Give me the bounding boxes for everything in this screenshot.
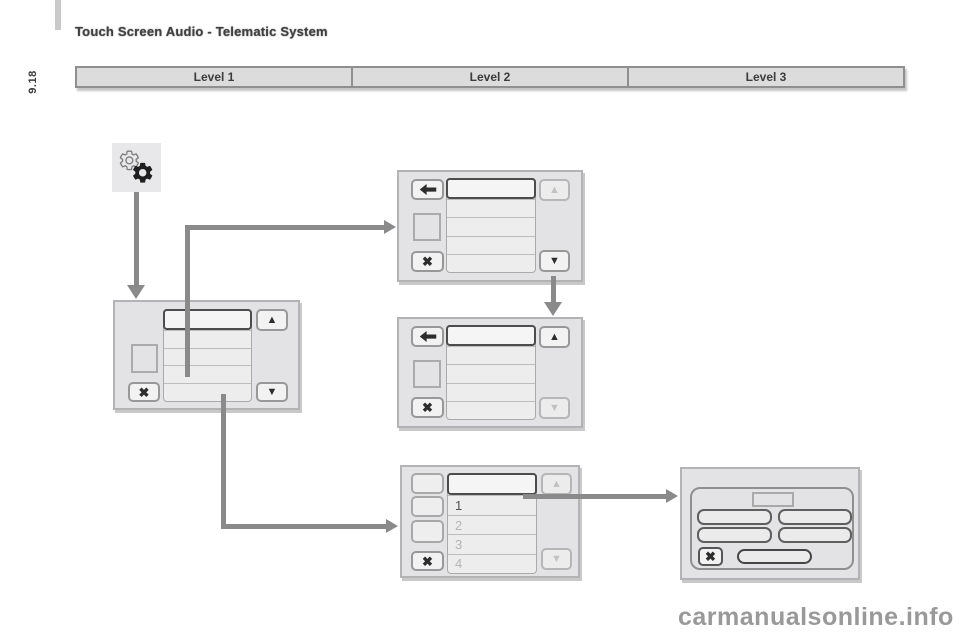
list-row-1[interactable]: 1 [448, 495, 536, 514]
list-row-selected[interactable] [163, 309, 252, 330]
screen-level2-list-a: ✖ ▲ ▼ [397, 170, 583, 282]
gear-icon [119, 150, 152, 183]
arrowhead-right-icon [384, 220, 396, 234]
side-option-button-3[interactable] [411, 520, 444, 543]
icon-placeholder-box [413, 213, 441, 241]
list-row[interactable] [447, 253, 535, 272]
numbered-list: 1 2 3 4 [447, 473, 537, 574]
connector-level1-to-level2a-horizontal [185, 225, 384, 230]
scroll-down-button-disabled[interactable]: ▼ [541, 548, 572, 570]
connector-numbered-to-level3 [523, 494, 667, 499]
option-button-2[interactable] [778, 509, 852, 525]
screen-level2-numbered: ✖ 1 2 3 4 ▲ ▼ [400, 465, 580, 578]
list-row[interactable] [164, 347, 251, 366]
icon-placeholder-box [131, 344, 158, 373]
scroll-down-button[interactable]: ▼ [256, 382, 288, 402]
back-arrow-icon [419, 184, 436, 195]
detail-panel [690, 487, 854, 570]
scroll-up-button-disabled[interactable]: ▲ [541, 473, 572, 495]
menu-list [446, 178, 536, 273]
settings-entry-button[interactable] [112, 143, 161, 192]
close-icon: ✖ [422, 254, 433, 269]
connector-level1-to-level2a-vertical [185, 225, 190, 377]
page-title: Touch Screen Audio - Telematic System [75, 24, 328, 39]
list-row-4[interactable]: 4 [448, 553, 536, 573]
arrowhead-down-icon [544, 302, 562, 316]
confirm-button[interactable] [737, 549, 812, 564]
list-row[interactable] [447, 364, 535, 382]
close-icon: ✖ [422, 400, 433, 415]
screen-level3-detail: ✖ [680, 467, 860, 580]
scroll-down-button-disabled[interactable]: ▼ [539, 397, 570, 419]
up-arrow-icon: ▲ [549, 183, 560, 196]
scroll-up-button-disabled[interactable]: ▲ [539, 179, 570, 201]
list-row[interactable] [164, 383, 251, 401]
arrowhead-right-icon [386, 519, 398, 533]
list-row-2[interactable]: 2 [448, 514, 536, 534]
connector-gear-to-level1 [134, 192, 139, 286]
connector-level1-to-numbered-horizontal [221, 524, 387, 529]
close-button[interactable]: ✖ [698, 547, 723, 566]
level-header-bar: Level 1 Level 2 Level 3 [75, 66, 905, 88]
connector-level1-to-numbered-vertical [221, 394, 226, 527]
side-option-button-2[interactable] [411, 496, 444, 517]
close-icon: ✖ [422, 553, 433, 569]
title-placeholder-box [752, 492, 794, 507]
back-button[interactable] [411, 326, 444, 347]
header-cell-level3: Level 3 [627, 68, 903, 86]
arrowhead-right-icon [666, 489, 678, 503]
scroll-up-button[interactable]: ▲ [256, 309, 288, 331]
list-row-selected[interactable] [447, 473, 537, 496]
page-number-vertical: 9.18 [27, 70, 39, 94]
list-row-selected[interactable] [446, 325, 536, 347]
list-row[interactable] [447, 199, 535, 217]
menu-list [446, 325, 536, 420]
down-arrow-icon: ▼ [266, 385, 278, 398]
up-arrow-icon: ▲ [266, 313, 278, 326]
list-row[interactable] [447, 235, 535, 254]
connector-level2a-to-level2b [551, 276, 556, 304]
close-icon: ✖ [705, 549, 716, 564]
list-row[interactable] [447, 382, 535, 401]
screen-level1-menu: ✖ ▲ ▼ [113, 300, 300, 410]
list-row[interactable] [447, 400, 535, 419]
close-button[interactable]: ✖ [411, 551, 444, 571]
close-button[interactable]: ✖ [411, 397, 444, 418]
option-button-1[interactable] [697, 509, 772, 525]
list-row-3[interactable]: 3 [448, 534, 536, 553]
back-arrow-icon [419, 331, 436, 342]
back-button[interactable] [411, 179, 444, 200]
close-button[interactable]: ✖ [128, 382, 160, 402]
scroll-down-button[interactable]: ▼ [539, 250, 570, 272]
list-row[interactable] [447, 217, 535, 235]
list-row-selected[interactable] [446, 178, 536, 200]
screen-level2-list-b: ✖ ▲ ▼ [397, 317, 583, 428]
watermark: carmanualsonline.info [678, 603, 954, 631]
list-row[interactable] [164, 365, 251, 383]
menu-list [163, 309, 252, 402]
option-button-3[interactable] [697, 527, 772, 543]
close-button[interactable]: ✖ [411, 251, 444, 272]
page-edge-bar [55, 0, 61, 30]
down-arrow-icon: ▼ [551, 552, 562, 565]
scroll-up-button[interactable]: ▲ [539, 326, 570, 348]
arrowhead-down-icon [127, 285, 145, 299]
list-row[interactable] [164, 329, 251, 348]
header-cell-level1: Level 1 [193, 70, 235, 84]
up-arrow-icon: ▲ [551, 477, 562, 490]
icon-placeholder-box [413, 360, 441, 388]
option-button-4[interactable] [778, 527, 852, 543]
down-arrow-icon: ▼ [549, 401, 560, 414]
side-option-button-1[interactable] [411, 473, 444, 494]
down-arrow-icon: ▼ [549, 254, 560, 267]
header-cell-level2: Level 2 [351, 68, 627, 86]
close-icon: ✖ [138, 384, 150, 400]
list-row[interactable] [447, 346, 535, 364]
up-arrow-icon: ▲ [549, 330, 560, 343]
